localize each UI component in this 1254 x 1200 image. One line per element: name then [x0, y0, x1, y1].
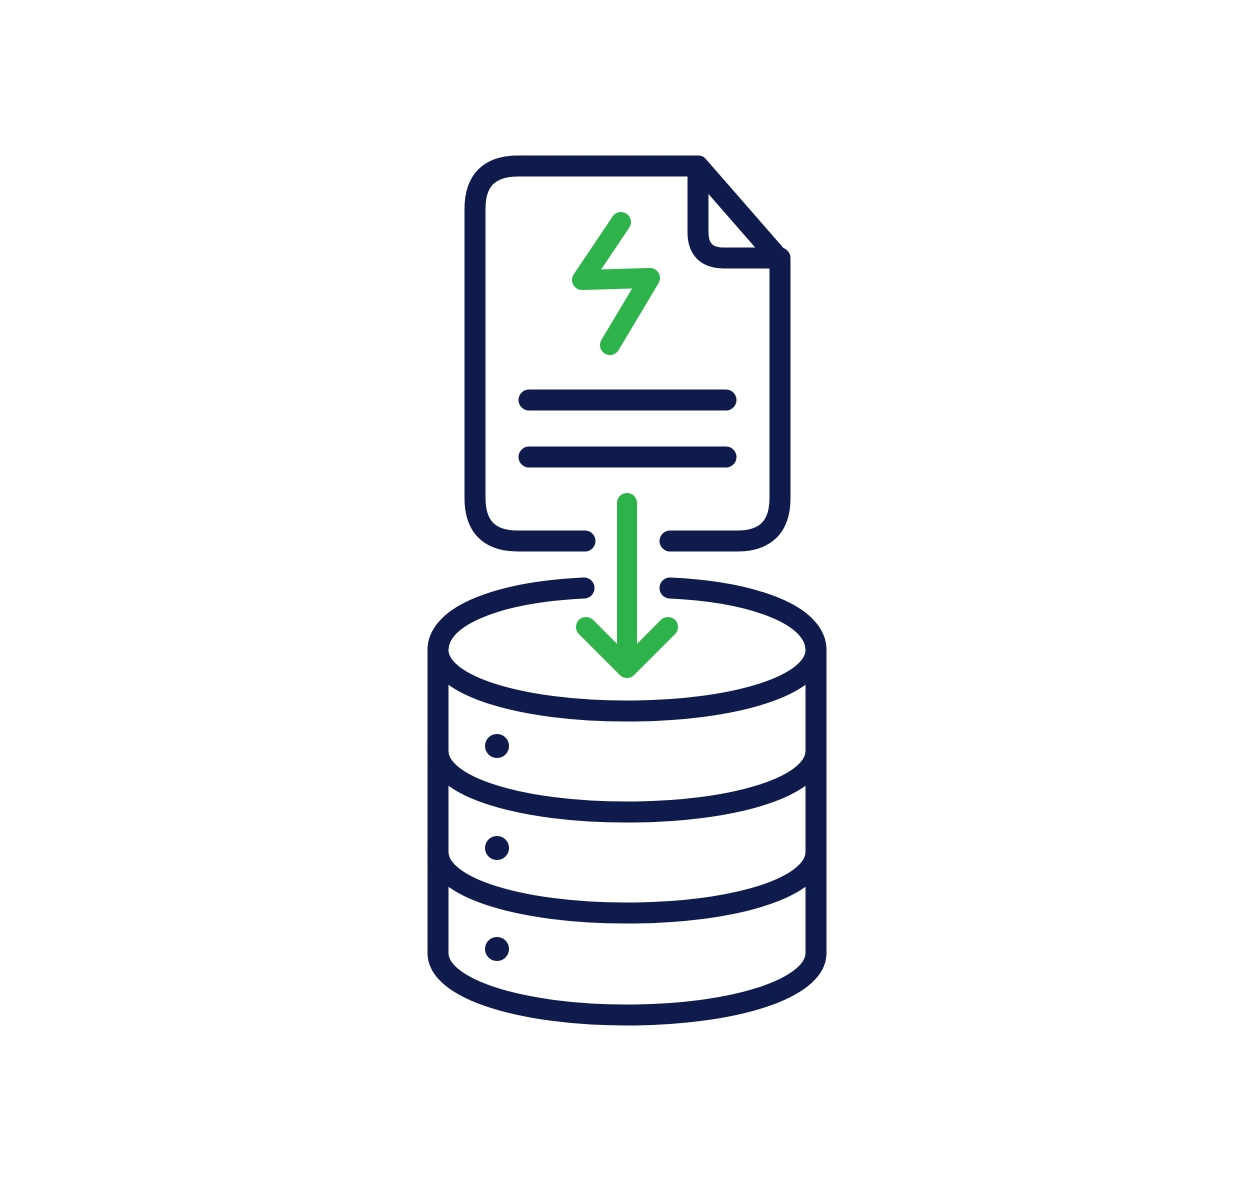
document-fold [687, 155, 791, 269]
database-bottom [427, 942, 827, 1026]
document-outline [464, 155, 791, 552]
database-icon [427, 577, 827, 1026]
down-arrow-head [576, 617, 678, 678]
lightning-bolt-icon [572, 212, 660, 355]
down-arrow-icon [576, 493, 678, 678]
document-icon [464, 155, 791, 552]
database-indicator-dot-1 [485, 734, 509, 758]
database-divider-2 [427, 841, 827, 924]
database-indicator-dot-3 [485, 937, 509, 961]
database-top-rim [427, 577, 827, 722]
database-indicator-dot-2 [485, 836, 509, 860]
database-divider-1 [427, 740, 827, 823]
